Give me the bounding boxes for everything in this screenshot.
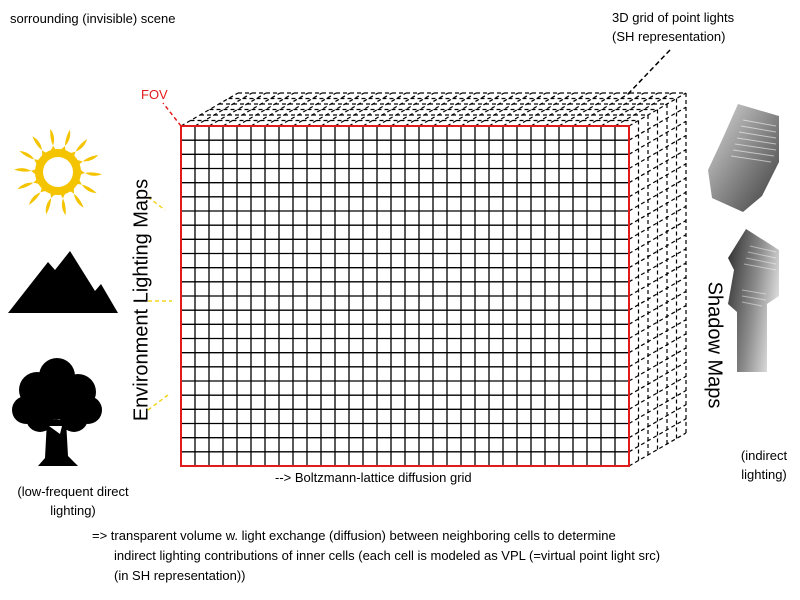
scene-label: sorrounding (invisible) scene bbox=[10, 11, 176, 26]
left-caption-line1: (low-frequent direct bbox=[17, 484, 129, 499]
shadow-map-icon bbox=[708, 104, 779, 212]
right-caption-line2: lighting) bbox=[741, 467, 787, 482]
grid-label-pointer bbox=[627, 49, 671, 95]
fov-frame bbox=[180, 125, 630, 467]
fov-pointer bbox=[162, 102, 182, 127]
env-lighting-maps-label: Environment Lighting Maps bbox=[130, 178, 153, 422]
footnote-line1: => transparent volume w. light exchange … bbox=[92, 528, 616, 543]
shadow-map-icon bbox=[728, 229, 779, 372]
right-caption-line1: (indirect bbox=[740, 448, 788, 463]
mountain-icon bbox=[8, 251, 118, 313]
env-connector-sun bbox=[147, 196, 166, 211]
grid-label-line2: (SH representation) bbox=[612, 29, 726, 44]
fov-label: FOV bbox=[141, 87, 168, 102]
shadow-maps-label: Shadow Maps bbox=[703, 281, 726, 409]
footnote-line2: indirect lighting contributions of inner… bbox=[114, 548, 661, 563]
grid-label-line1: 3D grid of point lights bbox=[612, 10, 735, 25]
footnote-line3: (in SH representation)) bbox=[114, 568, 246, 583]
sun-icon bbox=[14, 128, 102, 216]
grid-caption: --> Boltzmann-lattice diffusion grid bbox=[275, 470, 472, 485]
grid-depth-layer bbox=[180, 92, 687, 467]
tree-icon bbox=[12, 358, 102, 466]
front-grid bbox=[181, 126, 629, 466]
left-caption-line2: lighting) bbox=[50, 503, 96, 518]
